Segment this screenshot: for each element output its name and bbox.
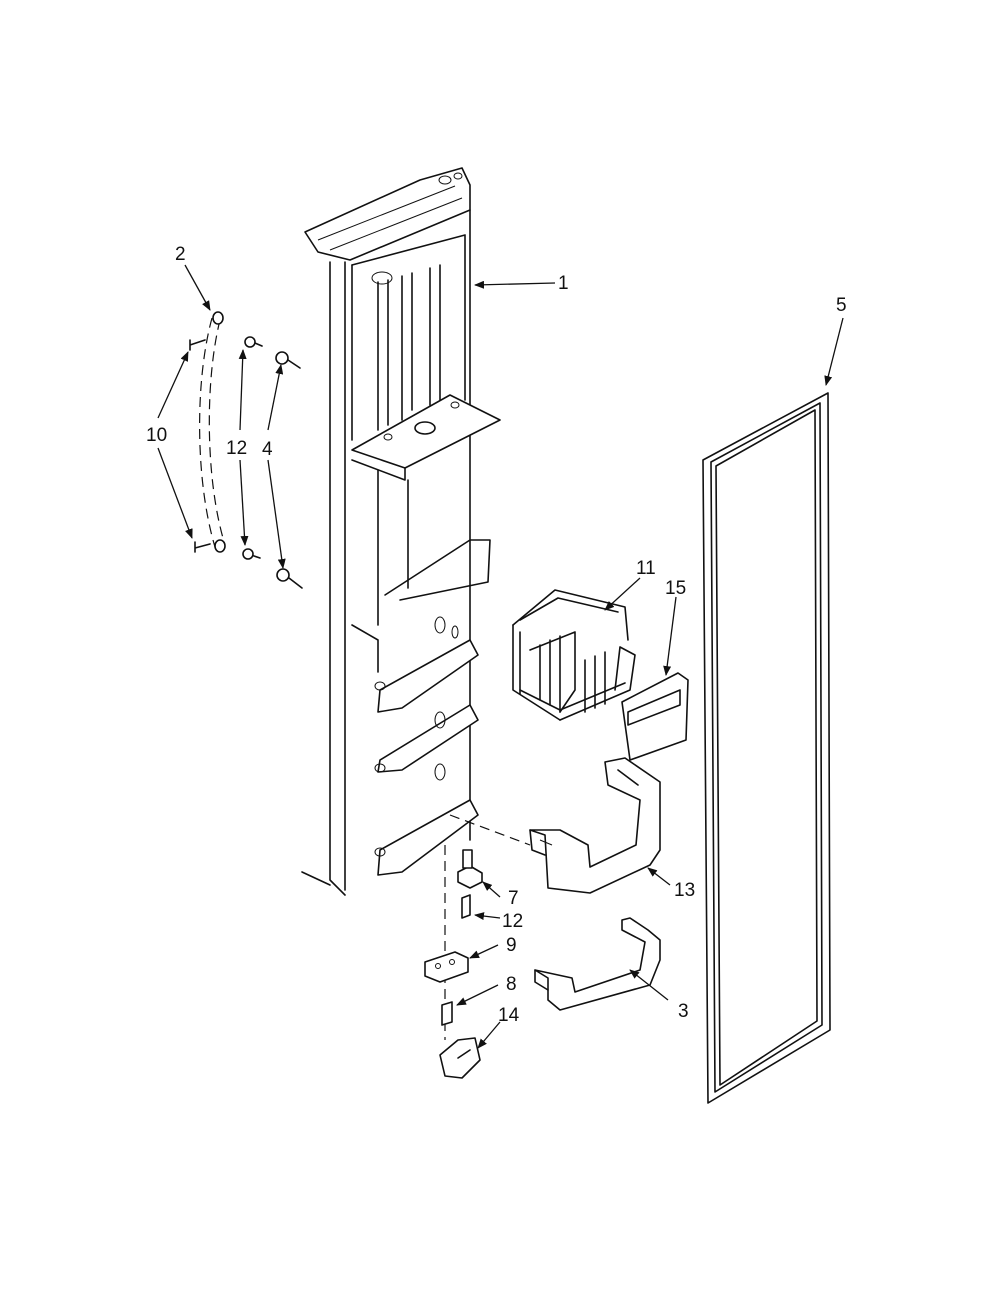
leader-10-up (157, 351, 189, 419)
callout-15: 15 (665, 578, 686, 599)
callout-2: 2 (175, 244, 186, 265)
leader-3 (629, 969, 669, 1001)
hinge-cover-part (439, 1037, 481, 1079)
leader-8 (456, 984, 499, 1006)
door-liner-part (301, 167, 501, 896)
callout-10: 10 (146, 425, 167, 446)
hinge-bushing-part (441, 1001, 453, 1026)
callout-5: 5 (836, 295, 847, 316)
hinge-screw-part (461, 894, 471, 919)
screw-part (189, 339, 211, 553)
basket-front-part (621, 672, 689, 761)
leader-12a-up (238, 349, 247, 431)
nut-part (275, 351, 303, 589)
leader-14 (477, 1021, 501, 1049)
callout-9: 9 (506, 935, 517, 956)
bin-axis-line (449, 814, 531, 846)
washer-part (242, 336, 263, 560)
callout-1: 1 (558, 273, 569, 294)
callout-7: 7 (508, 888, 519, 909)
hinge-plate-part (424, 951, 469, 983)
wire-basket-part (512, 589, 636, 721)
door-gasket-part (702, 392, 831, 1104)
leader-2 (184, 264, 211, 311)
leader-12a-down (239, 459, 249, 546)
callout-12a: 12 (226, 438, 247, 459)
callout-14: 14 (498, 1005, 520, 1026)
leader-12b (474, 912, 501, 921)
leader-4-down (267, 459, 286, 569)
callout-13: 13 (674, 880, 695, 901)
leader-5 (824, 317, 844, 386)
handle-part (199, 311, 226, 553)
leader-1 (474, 280, 556, 289)
callout-11: 11 (636, 558, 656, 579)
leader-9 (469, 944, 499, 959)
leader-15 (663, 596, 677, 676)
leader-4-up (267, 364, 284, 431)
upper-door-bin-part (529, 757, 661, 894)
callout-3: 3 (678, 1001, 689, 1022)
callout-8: 8 (506, 974, 517, 995)
callout-12b: 12 (502, 911, 523, 932)
leader-10-down (157, 447, 193, 539)
callout-4: 4 (262, 439, 273, 460)
lower-door-bin-part (534, 917, 661, 1011)
hinge-pin-part (457, 849, 483, 889)
leader-13 (647, 867, 671, 886)
leader-7 (482, 881, 501, 898)
leader-11 (604, 577, 641, 611)
